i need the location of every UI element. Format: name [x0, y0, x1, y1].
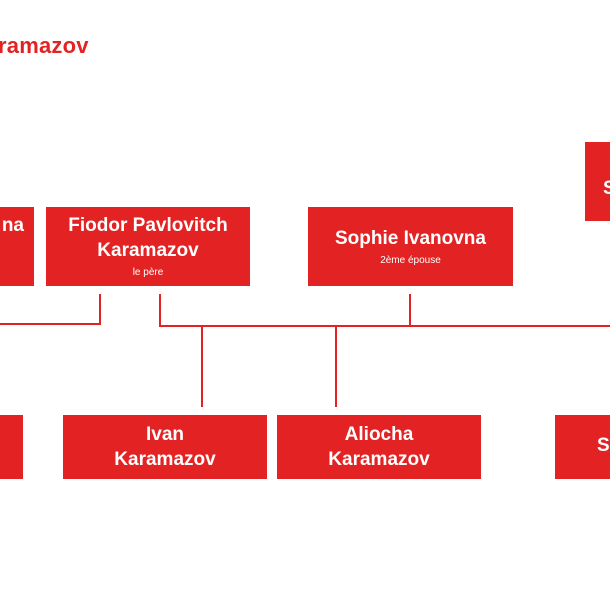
- node-aliocha-name: Aliocha Karamazov: [328, 424, 430, 470]
- connector-main-horizontal: [159, 325, 610, 327]
- node-left-bottom-partial: [0, 415, 23, 479]
- node-left-partial: na: [0, 207, 34, 286]
- connector-aliocha-drop: [335, 325, 337, 407]
- connector-left-horizontal: [0, 323, 101, 325]
- diagram-title: ramazov: [0, 33, 89, 58]
- node-aliocha: Aliocha Karamazov: [277, 415, 481, 479]
- node-sophie: Sophie Ivanovna 2ème épouse: [308, 207, 513, 286]
- connector-fiodor-down: [99, 294, 101, 325]
- node-sophie-name: Sophie Ivanovna: [335, 227, 486, 249]
- node-ivan-name: Ivan Karamazov: [114, 424, 216, 470]
- node-left-partial-name: na: [1, 215, 24, 236]
- node-right-top-partial: S: [585, 142, 610, 221]
- connector-sophie-down: [409, 294, 411, 327]
- node-right-bottom-partial: S: [555, 415, 610, 479]
- node-right-top-partial-name: S: [603, 178, 610, 199]
- connector-ivan-drop: [201, 325, 203, 407]
- connector-main-drop: [159, 294, 161, 327]
- node-sophie-role: 2ème épouse: [380, 254, 441, 266]
- node-fiodor-name: Fiodor Pavlovitch Karamazov: [68, 215, 228, 261]
- node-fiodor-role: le père: [132, 267, 164, 278]
- node-ivan: Ivan Karamazov: [63, 415, 267, 479]
- node-right-bottom-partial-name: S: [597, 435, 610, 456]
- node-fiodor: Fiodor Pavlovitch Karamazov le père: [46, 207, 250, 286]
